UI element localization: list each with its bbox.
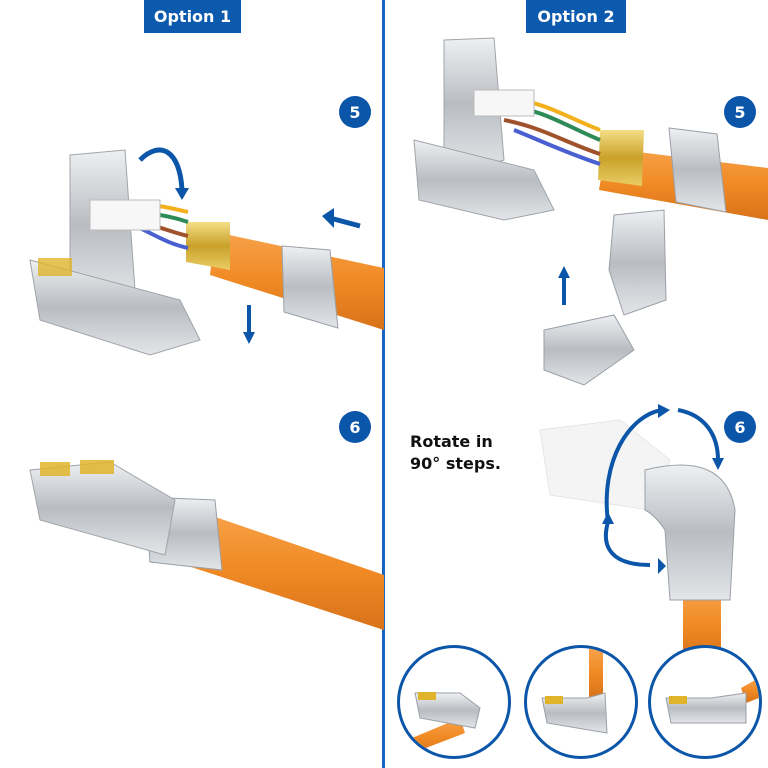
option1-step6-illustration: [29, 460, 384, 630]
step-badge-5-option2: 5: [724, 96, 756, 128]
rotation-view-right: [648, 645, 762, 759]
option-2-label: Option 2: [526, 0, 626, 33]
option2-step5-illustration: [413, 37, 768, 386]
center-divider: [382, 0, 385, 768]
rotation-view-up: [524, 645, 638, 759]
option1-step5-illustration: [29, 147, 384, 356]
rotate-note: Rotate in 90° steps.: [410, 431, 501, 475]
rotate-note-line1: Rotate in: [410, 432, 493, 451]
rotate-note-line2: 90° steps.: [410, 454, 501, 473]
rotation-view-left-illustration: [400, 692, 481, 756]
option-1-label: Option 1: [144, 0, 241, 33]
step-badge-5-option1: 5: [339, 96, 371, 128]
option2-step6-illustration: [539, 404, 736, 660]
step-badge-6-option2: 6: [724, 411, 756, 443]
rotation-view-left: [397, 645, 511, 759]
step-badge-6-option1: 6: [339, 411, 371, 443]
rotation-view-right-illustration: [665, 678, 759, 724]
rotation-view-up-illustration: [541, 648, 608, 734]
